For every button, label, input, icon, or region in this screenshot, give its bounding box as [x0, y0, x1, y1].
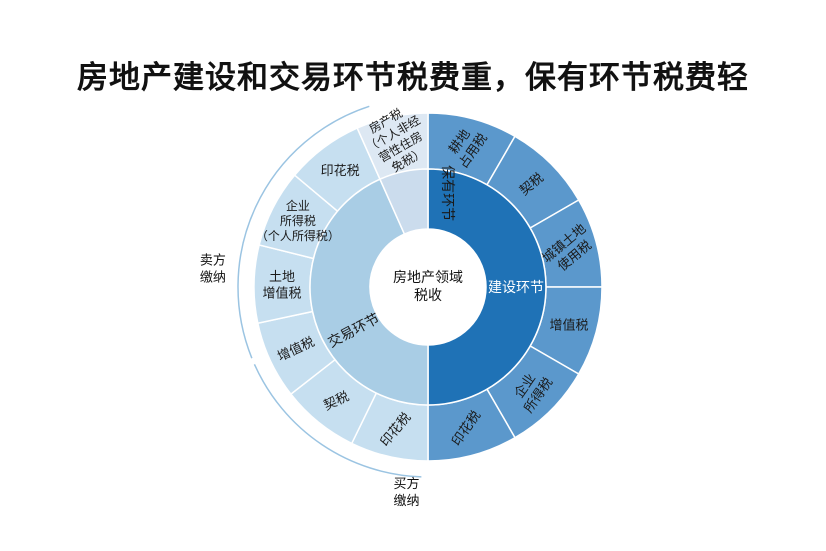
payer-label-buyer: 买方缴纳: [393, 476, 419, 509]
outer-ring: [253, 112, 603, 462]
inner-label-construction: 建设环节: [488, 280, 544, 296]
payer-bracket-buyer: [253, 363, 422, 478]
outer-label-transaction: 印花税: [321, 163, 360, 179]
payer-label-seller: 卖方缴纳: [200, 252, 226, 285]
outer-label-transaction: 土地增值税: [263, 270, 302, 301]
payer-bracket-seller: [237, 105, 370, 359]
outer-label-transaction: 企业所得税（个人所得税）: [256, 198, 340, 243]
center-hole: [370, 229, 486, 345]
center-label: 房地产领域税收: [393, 270, 463, 304]
inner-label-holding: 保有环节: [439, 165, 455, 221]
chart-title: 房地产建设和交易环节税费重，保有环节税费轻: [77, 60, 749, 96]
outer-label-construction: 增值税: [550, 317, 589, 333]
